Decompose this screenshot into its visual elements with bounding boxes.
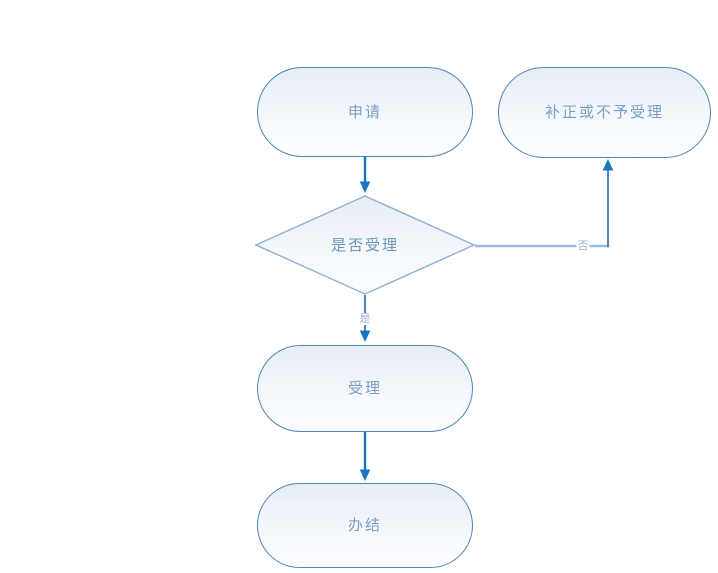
node-supplement-or-reject[interactable]: 补正或不予受理 <box>498 67 711 158</box>
arrowhead-down-icon <box>359 330 371 342</box>
decision-diamond-shape[interactable] <box>255 195 475 295</box>
arrowhead-down-icon <box>359 469 371 481</box>
edge-label-no: 否 <box>576 239 590 253</box>
arrowhead-up-icon <box>602 159 614 171</box>
node-apply-label: 申请 <box>347 103 382 121</box>
node-complete-label: 办结 <box>347 517 382 534</box>
node-accept-decision-label: 是否受理 <box>330 236 399 254</box>
node-accept-label: 受理 <box>347 380 382 397</box>
node-apply[interactable]: 申请 <box>257 67 473 157</box>
node-accept-decision[interactable]: 是否受理 <box>255 195 475 295</box>
arrowhead-down-icon <box>359 181 371 193</box>
node-supplement-or-reject-label: 补正或不予受理 <box>544 104 664 121</box>
node-accept[interactable]: 受理 <box>257 345 473 432</box>
edge-label-yes: 是 <box>358 312 372 326</box>
node-complete[interactable]: 办结 <box>257 483 473 568</box>
